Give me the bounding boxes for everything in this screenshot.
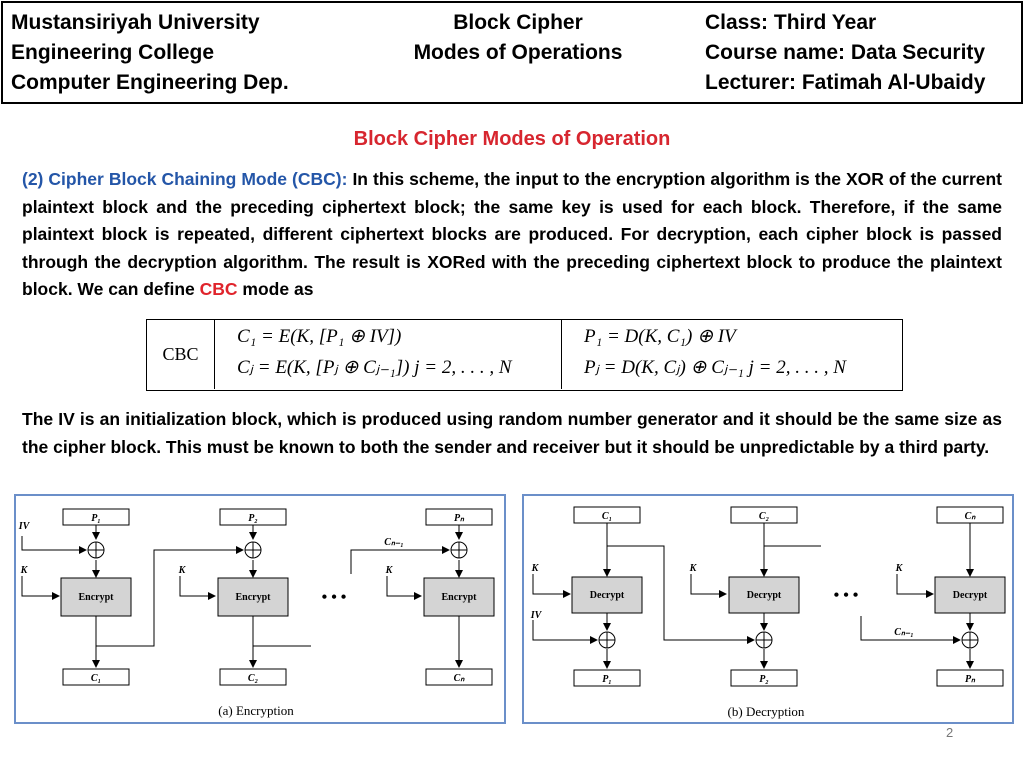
cbc-heading: (2) Cipher Block Chaining Mode (CBC): (22, 169, 348, 189)
xor-icon (598, 631, 616, 649)
enc-key-label: K (20, 565, 29, 576)
enc-chain-label: Cₙ₋₁ (384, 537, 403, 548)
formula-dec-general: Pⱼ = D(K, Cⱼ) ⊕ Cⱼ₋₁ j = 2, . . . , N (584, 357, 846, 378)
encryption-caption: (a) Encryption (218, 703, 294, 718)
cbc-tail: mode as (237, 279, 314, 299)
formula-label: CBC (147, 320, 215, 389)
dec-input-label: C₂ (759, 511, 769, 522)
enc-output-box-n (425, 668, 493, 686)
encrypt-block-labels: Encrypt Encrypt Encrypt (79, 592, 478, 603)
ellipsis-dots: • • • (834, 587, 859, 604)
dec-input-box-1 (573, 506, 641, 524)
encryption-diagram-panel: P₁ P₂ Pₙ C₁ C₂ Cₙ IV K K K Cₙ₋₁ Encrypt … (14, 494, 506, 724)
decryption-labels: C₁ C₂ Cₙ P₁ P₂ Pₙ K K K IV Cₙ₋₁ (530, 511, 977, 685)
header-topic: Block Cipher Modes of Operations (383, 8, 653, 68)
encrypt-label: Encrypt (442, 592, 478, 603)
formula-decryption: P₁ = D(K, C₁) ⊕ IV Pⱼ = D(K, Cⱼ) ⊕ Cⱼ₋₁ … (562, 320, 902, 389)
header-class: Class: Third Year (705, 11, 877, 34)
dec-chain-label: Cₙ₋₁ (894, 627, 913, 638)
encryption-boxes (60, 508, 495, 686)
enc-iv-label: IV (18, 521, 31, 532)
formula-dec-first: P₁ = D(K, C₁) ⊕ IV (584, 326, 736, 347)
header-course: Course name: Data Security (705, 41, 986, 64)
decryption-diagram: C₁ C₂ Cₙ P₁ P₂ Pₙ K K K IV Cₙ₋₁ Decrypt … (530, 506, 1006, 719)
decryption-caption: (b) Decryption (728, 704, 805, 719)
encrypt-block-1 (60, 577, 132, 617)
enc-input-box-1 (62, 508, 130, 526)
header-topic-line2: Modes of Operations (413, 41, 623, 64)
decryption-xor-gates (598, 631, 979, 649)
formula-enc-general: Cⱼ = E(K, [Pⱼ ⊕ Cⱼ₋₁]) j = 2, . . . , N (237, 357, 512, 378)
dec-input-box-n (936, 506, 1004, 524)
dec-output-label: Pₙ (965, 674, 976, 685)
encrypt-block-n (423, 577, 495, 617)
dec-input-label: C₁ (602, 511, 612, 522)
formula-enc-first: C₁ = E(K, [P₁ ⊕ IV]) (237, 326, 402, 347)
encrypt-block-2 (217, 577, 289, 617)
encryption-labels: P₁ P₂ Pₙ C₁ C₂ Cₙ IV K K K Cₙ₋₁ (18, 513, 466, 684)
encryption-xor-gates (87, 541, 468, 559)
dec-key-label: K (531, 563, 540, 574)
decrypt-label: Decrypt (953, 590, 988, 601)
cbc-body: In this scheme, the input to the encrypt… (22, 169, 1003, 299)
cbc-formula-table: CBC C₁ = E(K, [P₁ ⊕ IV]) Cⱼ = E(K, [Pⱼ ⊕… (146, 319, 903, 391)
dec-input-label: Cₙ (965, 511, 977, 522)
iv-description: The IV is an initialization block, which… (22, 409, 1002, 457)
enc-input-label: P₁ (91, 513, 101, 524)
cbc-description: (2) Cipher Block Chaining Mode (CBC): In… (22, 166, 1002, 304)
decrypt-block-2 (728, 576, 800, 614)
decryption-wires (532, 523, 974, 669)
ellipsis-dots: • • • (322, 589, 347, 606)
dec-key-label: K (689, 563, 698, 574)
decrypt-block-labels: Decrypt Decrypt Decrypt (590, 590, 988, 601)
decryption-diagram-panel: C₁ C₂ Cₙ P₁ P₂ Pₙ K K K IV Cₙ₋₁ Decrypt … (522, 494, 1014, 724)
header-college: Engineering College (11, 41, 215, 64)
enc-key-label: K (385, 565, 394, 576)
encrypt-label: Encrypt (236, 592, 272, 603)
dec-output-box-n (936, 669, 1004, 687)
enc-input-box-2 (219, 508, 287, 526)
xor-icon (961, 631, 979, 649)
decrypt-label: Decrypt (590, 590, 625, 601)
enc-output-label: C₂ (248, 673, 258, 684)
slide-header: Mustansiriyah University Engineering Col… (1, 1, 1023, 104)
dec-input-box-2 (730, 506, 798, 524)
xor-icon (244, 541, 262, 559)
enc-output-label: C₁ (91, 673, 101, 684)
dec-key-label: K (895, 563, 904, 574)
dec-output-label: P₂ (759, 674, 769, 685)
header-course-info: Class: Third Year Course name: Data Secu… (705, 8, 985, 98)
enc-input-label: P₂ (248, 513, 258, 524)
xor-icon (87, 541, 105, 559)
encryption-wires (21, 525, 463, 668)
header-department: Computer Engineering Dep. (11, 71, 289, 94)
header-university: Mustansiriyah University (11, 11, 260, 34)
enc-output-label: Cₙ (454, 673, 466, 684)
dec-iv-label: IV (530, 610, 543, 621)
header-topic-line1: Block Cipher (453, 11, 583, 34)
enc-input-box-n (425, 508, 493, 526)
decrypt-block-n (934, 576, 1006, 614)
xor-icon (755, 631, 773, 649)
decryption-boxes (571, 506, 1006, 687)
formula-encryption: C₁ = E(K, [P₁ ⊕ IV]) Cⱼ = E(K, [Pⱼ ⊕ Cⱼ₋… (215, 320, 562, 389)
xor-icon (450, 541, 468, 559)
decrypt-block-1 (571, 576, 643, 614)
page-number: 2 (946, 725, 954, 740)
enc-output-box-1 (62, 668, 130, 686)
enc-output-box-2 (219, 668, 287, 686)
encryption-diagram: P₁ P₂ Pₙ C₁ C₂ Cₙ IV K K K Cₙ₋₁ Encrypt … (18, 508, 495, 718)
enc-key-label: K (178, 565, 187, 576)
encrypt-label: Encrypt (79, 592, 115, 603)
slide-title: Block Cipher Modes of Operation (353, 128, 671, 150)
enc-input-label: Pₙ (454, 513, 465, 524)
header-lecturer: Lecturer: Fatimah Al-Ubaidy (705, 71, 986, 94)
dec-output-box-2 (730, 669, 798, 687)
cbc-highlight: CBC (199, 279, 238, 299)
dec-output-box-1 (573, 669, 641, 687)
decrypt-label: Decrypt (747, 590, 782, 601)
header-institution: Mustansiriyah University Engineering Col… (11, 8, 289, 98)
dec-output-label: P₁ (602, 674, 612, 685)
